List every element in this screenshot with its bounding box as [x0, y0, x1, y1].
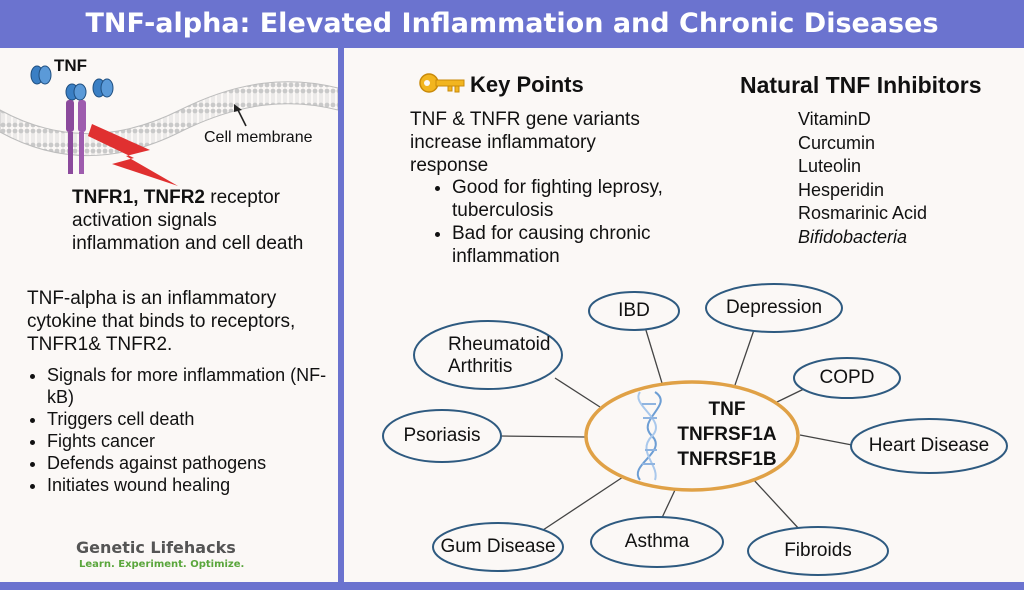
- dna-helix-icon: [636, 391, 662, 481]
- list-item: Rosmarinic Acid: [798, 203, 928, 224]
- disease-rheumatoid-line1: Rheumatoid: [448, 334, 551, 355]
- cell-membrane-illustration: [0, 65, 338, 186]
- disease-label-heart: Heart Disease: [868, 435, 990, 456]
- receptor-names: TNFR1, TNFR2: [72, 187, 205, 208]
- key-icon: [419, 73, 465, 93]
- gene-tnf: TNF: [708, 399, 746, 420]
- disease-oval-fibroids: [747, 526, 889, 576]
- disease-oval-heart: [850, 418, 1008, 474]
- tnf-molecule-icon: [92, 78, 114, 98]
- lightning-icon: [88, 124, 178, 186]
- gene-tnfrsf1b: TNFRSF1B: [677, 449, 777, 470]
- connector-line: [751, 477, 801, 531]
- disease-label-psoriasis: Psoriasis: [403, 425, 481, 446]
- disease-oval-depression: [705, 283, 843, 333]
- tnf-molecule-icon: [30, 65, 52, 85]
- logo-name: Genetic Lifehacks: [76, 538, 236, 557]
- list-item: Fights cancer: [47, 430, 337, 452]
- title-banner: [0, 0, 1024, 48]
- key-points-heading: Key Points: [470, 72, 584, 97]
- disease-oval-asthma: [590, 516, 724, 568]
- receptor-caption-line3: inflammation and cell death: [72, 233, 304, 254]
- connector-line: [644, 326, 663, 384]
- disease-oval-ibd: [588, 291, 680, 331]
- key-points-list: Good for fighting leprosy, tuberculosis …: [428, 176, 698, 268]
- disease-oval-rheumatoid: [413, 320, 563, 390]
- receptor-caption-line2: activation signals: [72, 210, 217, 231]
- disease-oval-psoriasis: [382, 409, 502, 463]
- logo-tagline: Learn. Experiment. Optimize.: [79, 559, 245, 570]
- gene-tnfrsf1a: TNFRSF1A: [677, 424, 777, 445]
- inhibitors-list: VitaminD Curcumin Luteolin Hesperidin Ro…: [798, 108, 927, 250]
- list-item: Good for fighting leprosy, tuberculosis: [452, 176, 698, 222]
- disease-label-depression: Depression: [725, 297, 823, 318]
- center-gene-labels: TNF TNFRSF1A TNFRSF1B: [672, 397, 782, 472]
- disease-label-rheumatoid: Rheumatoid Arthritis: [414, 334, 562, 378]
- page-title: TNF-alpha: Elevated Inflammation and Chr…: [85, 8, 939, 39]
- connector-line: [799, 434, 853, 446]
- tnf-label: TNF: [54, 56, 88, 75]
- disease-label-copd: COPD: [819, 367, 875, 388]
- connector-line: [499, 435, 587, 438]
- connector-line: [539, 476, 624, 533]
- disease-oval-copd: [793, 357, 901, 399]
- column-divider: [338, 48, 344, 590]
- list-item: Signals for more inflammation (NF-kB): [47, 364, 337, 408]
- list-item: Initiates wound healing: [47, 474, 337, 496]
- list-item: Curcumin: [798, 132, 876, 153]
- list-item: Luteolin: [798, 156, 862, 177]
- lipid-bilayer: [0, 81, 338, 157]
- key-points-paragraph: TNF & TNFR gene variants increase inflam…: [410, 109, 640, 176]
- disease-wheel: [382, 283, 1008, 576]
- disease-label-fibroids: Fibroids: [784, 540, 852, 561]
- list-item: Bifidobacteria: [798, 226, 908, 247]
- connector-line: [734, 326, 756, 386]
- disease-label-asthma: Asthma: [624, 531, 690, 552]
- list-item: VitaminD: [798, 109, 871, 129]
- list-item: Defends against pathogens: [47, 452, 337, 474]
- disease-rheumatoid-line2: Arthritis: [448, 356, 513, 377]
- bottom-border: [0, 582, 1024, 590]
- intro-paragraph: TNF-alpha is an inflammatory cytokine th…: [27, 288, 296, 355]
- receptor-caption: TNFR1, TNFR2 receptor activation signals…: [72, 186, 336, 255]
- cell-membrane-label: Cell membrane: [204, 129, 313, 146]
- center-gene-oval: [584, 380, 800, 492]
- arrow-icon: [234, 104, 247, 127]
- disease-oval-gum: [432, 522, 564, 572]
- tnf-receptor-icon: [65, 83, 87, 174]
- list-item: Bad for causing chronic inflammation: [452, 222, 698, 268]
- disease-label-gum: Gum Disease: [440, 536, 556, 557]
- disease-label-ibd: IBD: [618, 300, 650, 321]
- connector-line: [554, 377, 601, 408]
- intro-bullet-list: Signals for more inflammation (NF-kB) Tr…: [23, 364, 337, 496]
- receptor-word: receptor: [205, 187, 280, 208]
- list-item: Hesperidin: [798, 179, 885, 200]
- inhibitors-heading: Natural TNF Inhibitors: [740, 72, 982, 98]
- list-item: Triggers cell death: [47, 408, 337, 430]
